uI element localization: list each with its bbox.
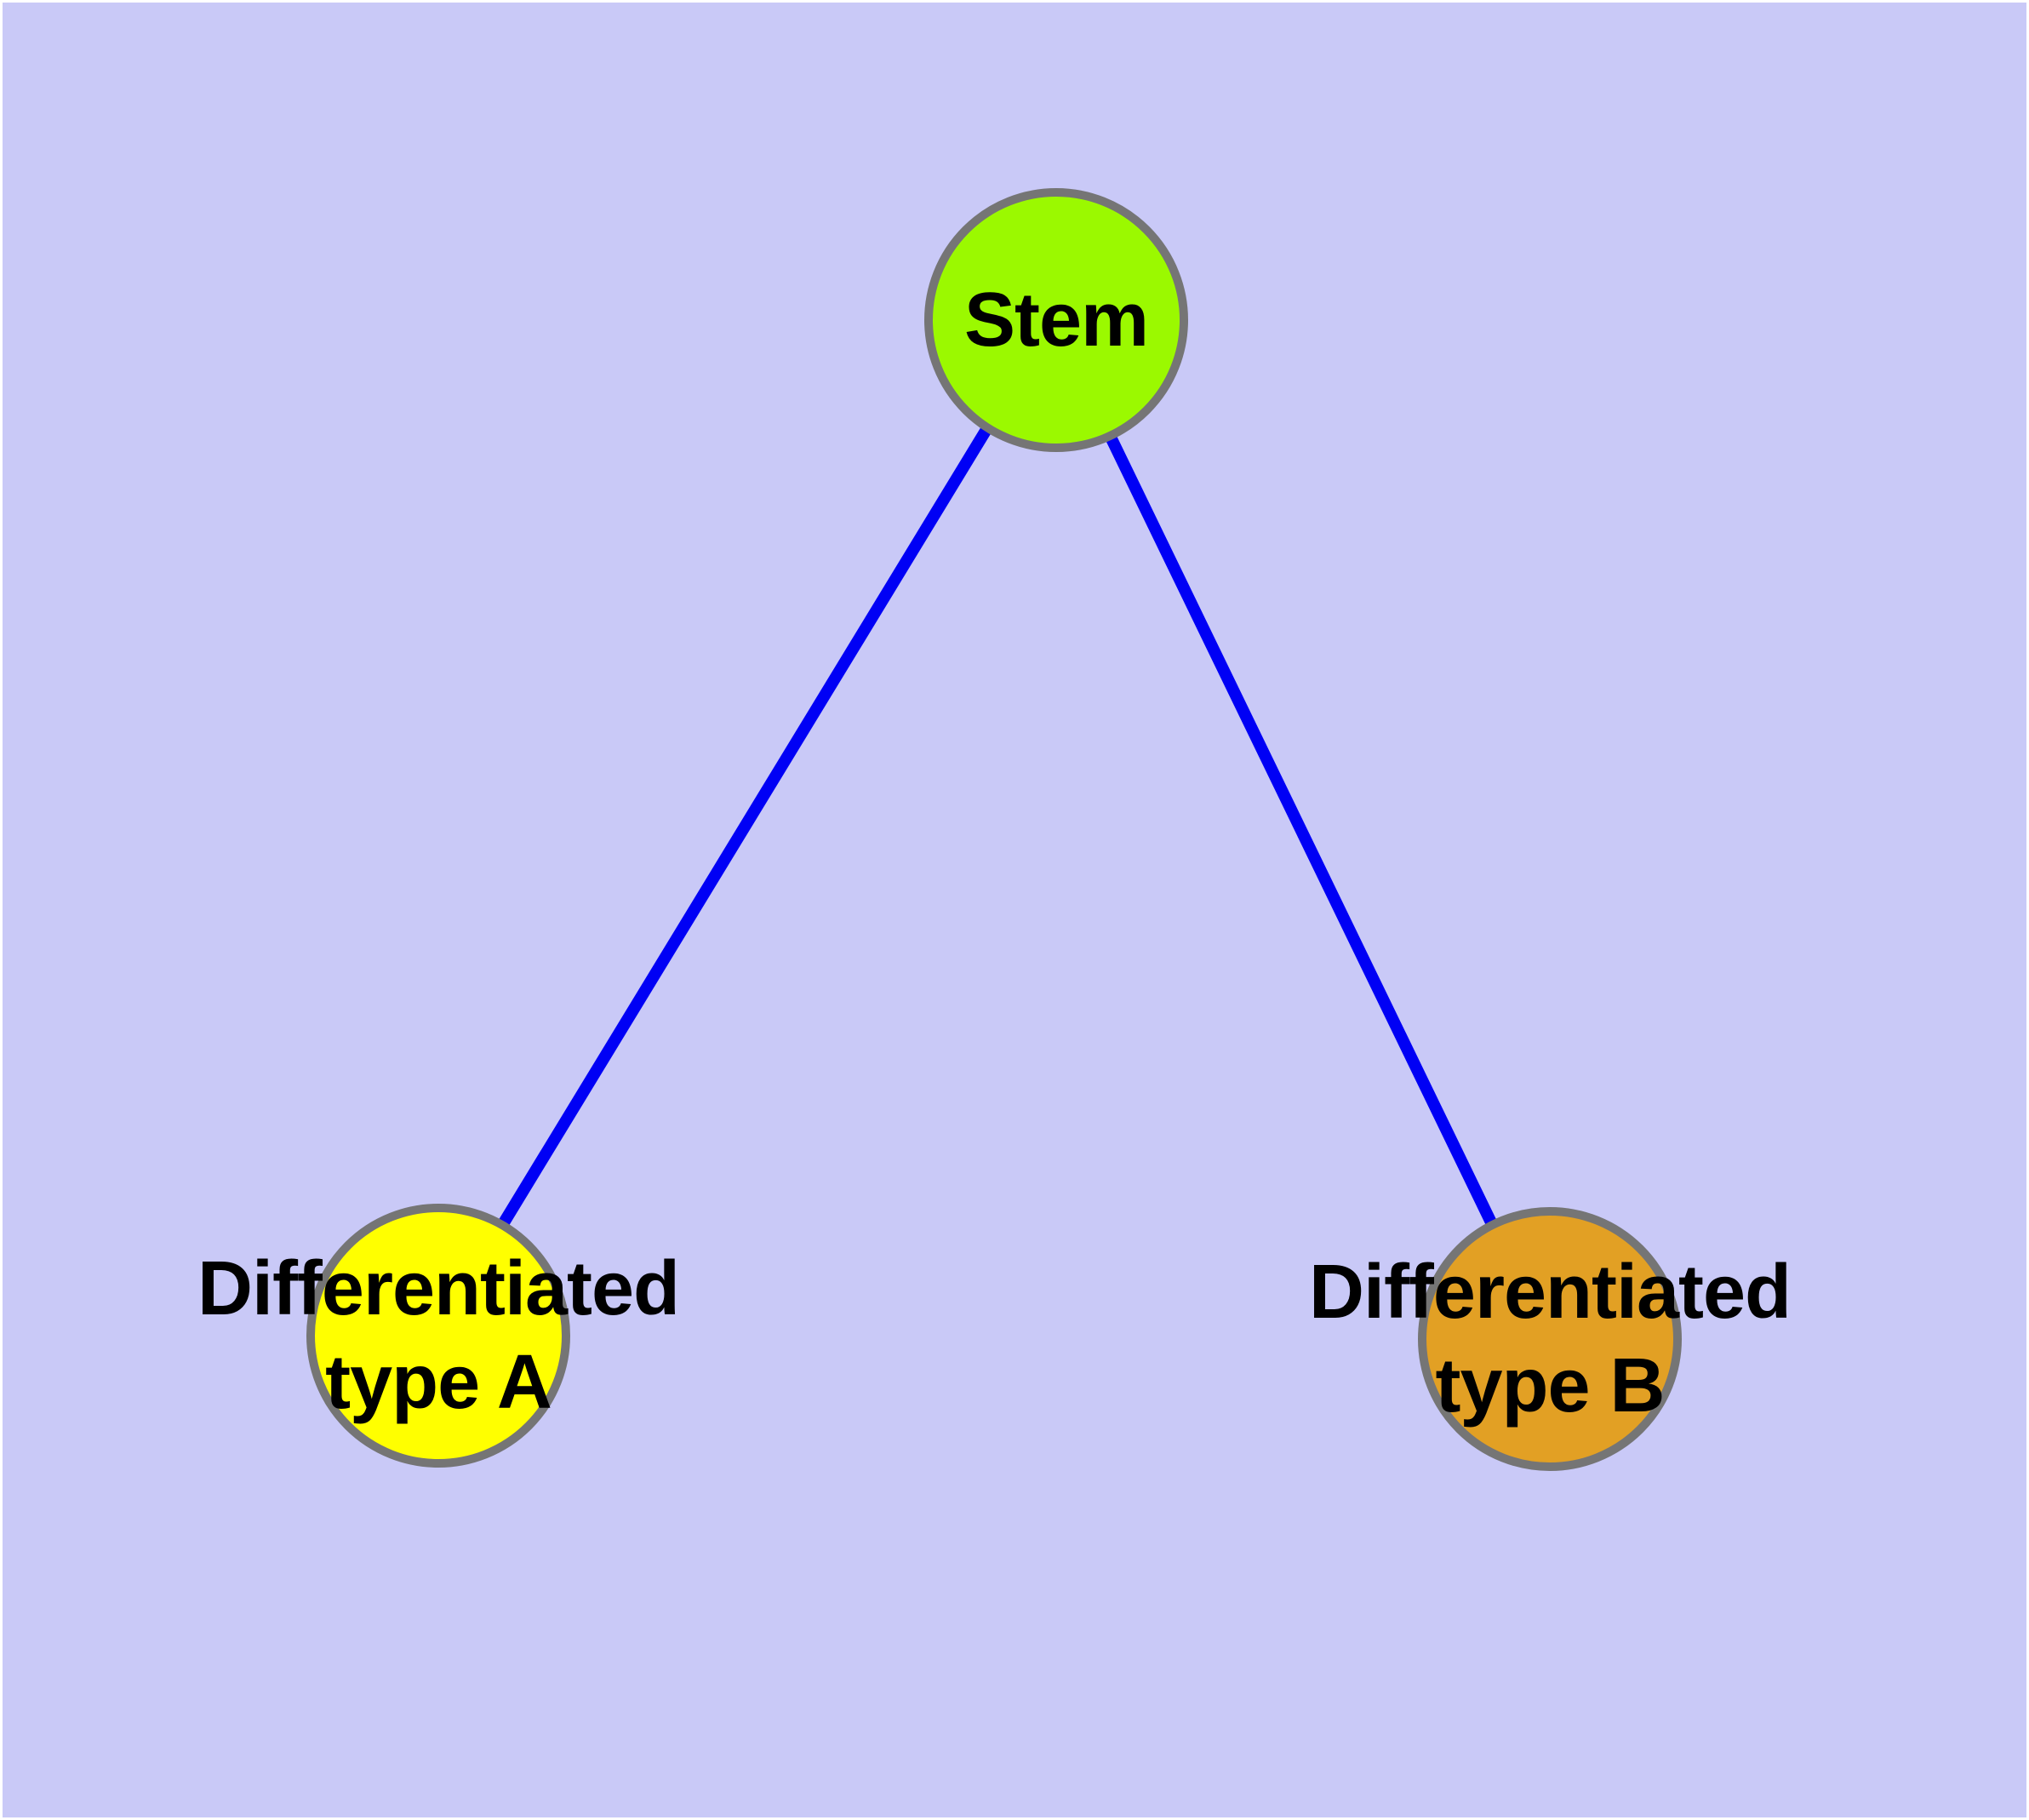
node-label-differentiated-type-a: Differentiated type A bbox=[197, 1246, 680, 1425]
node-label-stem: Stem bbox=[963, 278, 1149, 363]
node-differentiated-type-b bbox=[1418, 1207, 1682, 1471]
node-differentiated-type-a bbox=[306, 1204, 570, 1468]
edge-layer bbox=[431, 312, 1552, 1342]
node-label-differentiated-type-b: Differentiated type B bbox=[1308, 1250, 1792, 1428]
node-stem-cell bbox=[924, 188, 1188, 452]
edge-stem-to-type-a bbox=[431, 312, 1060, 1338]
edge-stem-to-type-b bbox=[1047, 312, 1552, 1342]
